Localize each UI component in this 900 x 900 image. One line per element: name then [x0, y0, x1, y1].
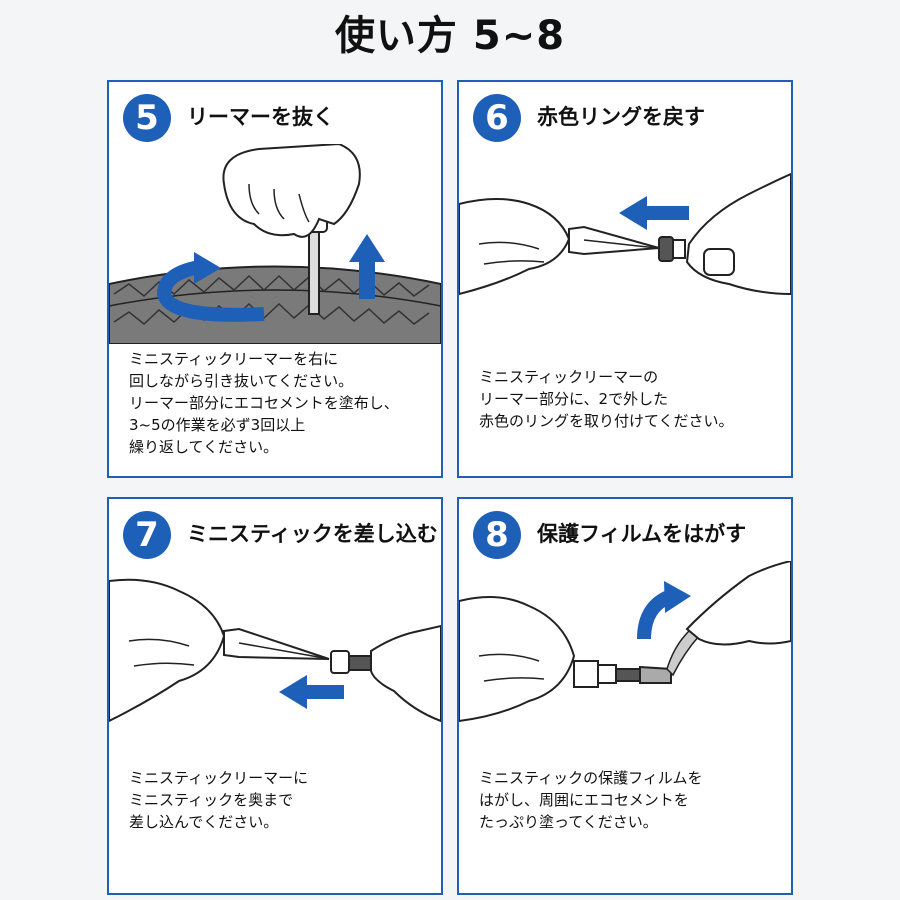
step-title: リーマーを抜く	[187, 105, 334, 129]
left-arrow-icon	[304, 685, 344, 699]
description-line: ミニスティックリーマーの	[479, 368, 659, 386]
description-line: ミニスティックの保護フィルムを	[479, 769, 703, 787]
description-line: ミニスティックを奥まで	[129, 791, 294, 809]
hand-icon	[370, 624, 441, 723]
hand-icon	[459, 596, 576, 723]
hand-icon	[685, 172, 791, 296]
left-arrow-icon	[644, 206, 689, 220]
rotate-arrow-icon	[156, 260, 265, 322]
tire-icon	[109, 265, 441, 344]
step-card-8: 8 保護フィルムをはがす ミニスティックの保護フィルムを はがし、周囲にエコセメ…	[457, 497, 793, 895]
step-card-5: 5 リーマーを抜く ミニスティックリーマーを右に 回しながら引き抜いてください。…	[107, 80, 443, 478]
up-arrow-icon	[359, 259, 375, 299]
step-number-badge: 8	[473, 511, 521, 559]
step-number-badge: 7	[123, 511, 171, 559]
description-line: 赤色のリングを取り付けてください。	[479, 412, 734, 430]
page-title: 使い方 5~8	[334, 13, 566, 59]
description-line: 繰り返してください。	[129, 438, 279, 456]
step-7-illustration	[109, 561, 441, 761]
step-5-illustration	[109, 144, 441, 344]
step-number-badge: 6	[473, 94, 521, 142]
step-number-badge: 5	[123, 94, 171, 142]
description-line: 回しながら引き抜いてください。	[129, 372, 354, 390]
hand-icon	[459, 198, 571, 296]
description-line: ミニスティックリーマーに	[129, 769, 309, 787]
step-title: 赤色リングを戻す	[537, 105, 705, 129]
hand-icon	[109, 578, 226, 723]
description-line: 差し込んでください。	[129, 813, 279, 831]
description-line: リーマー部分に、2で外した	[479, 390, 669, 408]
step-8-illustration	[459, 561, 791, 761]
step-title: ミニスティックを差し込む	[187, 522, 438, 546]
step-6-illustration	[459, 144, 791, 344]
step-card-6: 6 赤色リングを戻す ミニスティックリーマーの リーマー部分に、2で外した 赤色…	[457, 80, 793, 478]
description-line: リーマー部分にエコセメントを塗布し、	[129, 394, 399, 412]
step-description: ミニスティックリーマーを右に 回しながら引き抜いてください。 リーマー部分にエコ…	[129, 348, 429, 458]
description-line: 3~5の作業を必ず3回以上	[129, 416, 306, 434]
step-card-7: 7 ミニスティックを差し込む ミニスティックリーマーに ミニスティックを奥まで …	[107, 497, 443, 895]
hand-icon	[685, 561, 791, 646]
description-line: はがし、周囲にエコセメントを	[479, 791, 689, 809]
step-description: ミニスティックリーマーに ミニスティックを奥まで 差し込んでください。	[129, 767, 429, 833]
step-description: ミニスティックの保護フィルムを はがし、周囲にエコセメントを たっぷり塗ってくだ…	[479, 767, 779, 833]
ring-icon	[658, 236, 674, 262]
step-title: 保護フィルムをはがす	[537, 522, 747, 546]
description-line: たっぷり塗ってください。	[479, 813, 658, 831]
step-description: ミニスティックリーマーの リーマー部分に、2で外した 赤色のリングを取り付けてく…	[479, 366, 779, 432]
ministick-icon	[330, 650, 350, 674]
hand-icon	[222, 144, 361, 238]
ministick-icon	[639, 665, 672, 684]
description-line: ミニスティックリーマーを右に	[129, 350, 339, 368]
